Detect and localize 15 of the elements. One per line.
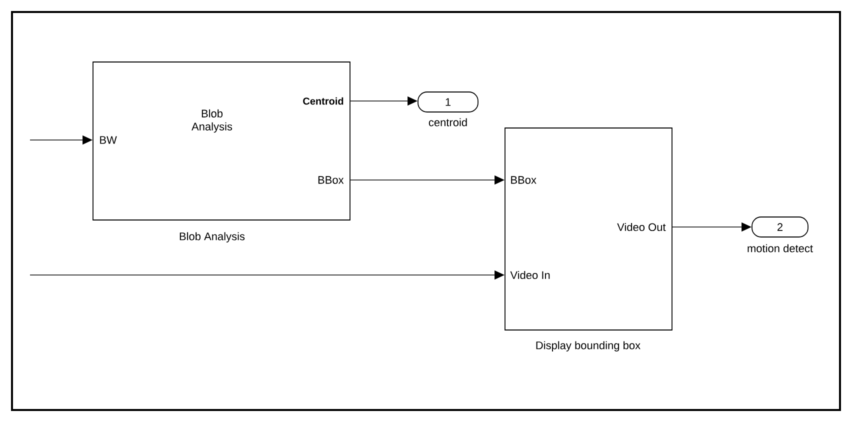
- block-label: Blob Analysis: [192, 109, 232, 133]
- block-caption: Display bounding box: [536, 341, 640, 352]
- outport-block: 2: [752, 216, 808, 238]
- block-caption: Blob Analysis: [180, 232, 245, 242]
- block-caption: motion detect: [748, 244, 813, 252]
- port-label: BBox: [511, 176, 536, 184]
- function-block: [92, 62, 350, 220]
- outport-block: 1: [418, 92, 478, 112]
- port-label: Video Out: [617, 222, 666, 232]
- block-caption: centroid: [428, 118, 467, 126]
- function-block: [504, 128, 672, 330]
- port-label: Centroid: [303, 97, 344, 105]
- port-label: BW: [100, 136, 117, 144]
- port-label: Video In: [510, 270, 550, 280]
- port-label: BBox: [318, 176, 344, 184]
